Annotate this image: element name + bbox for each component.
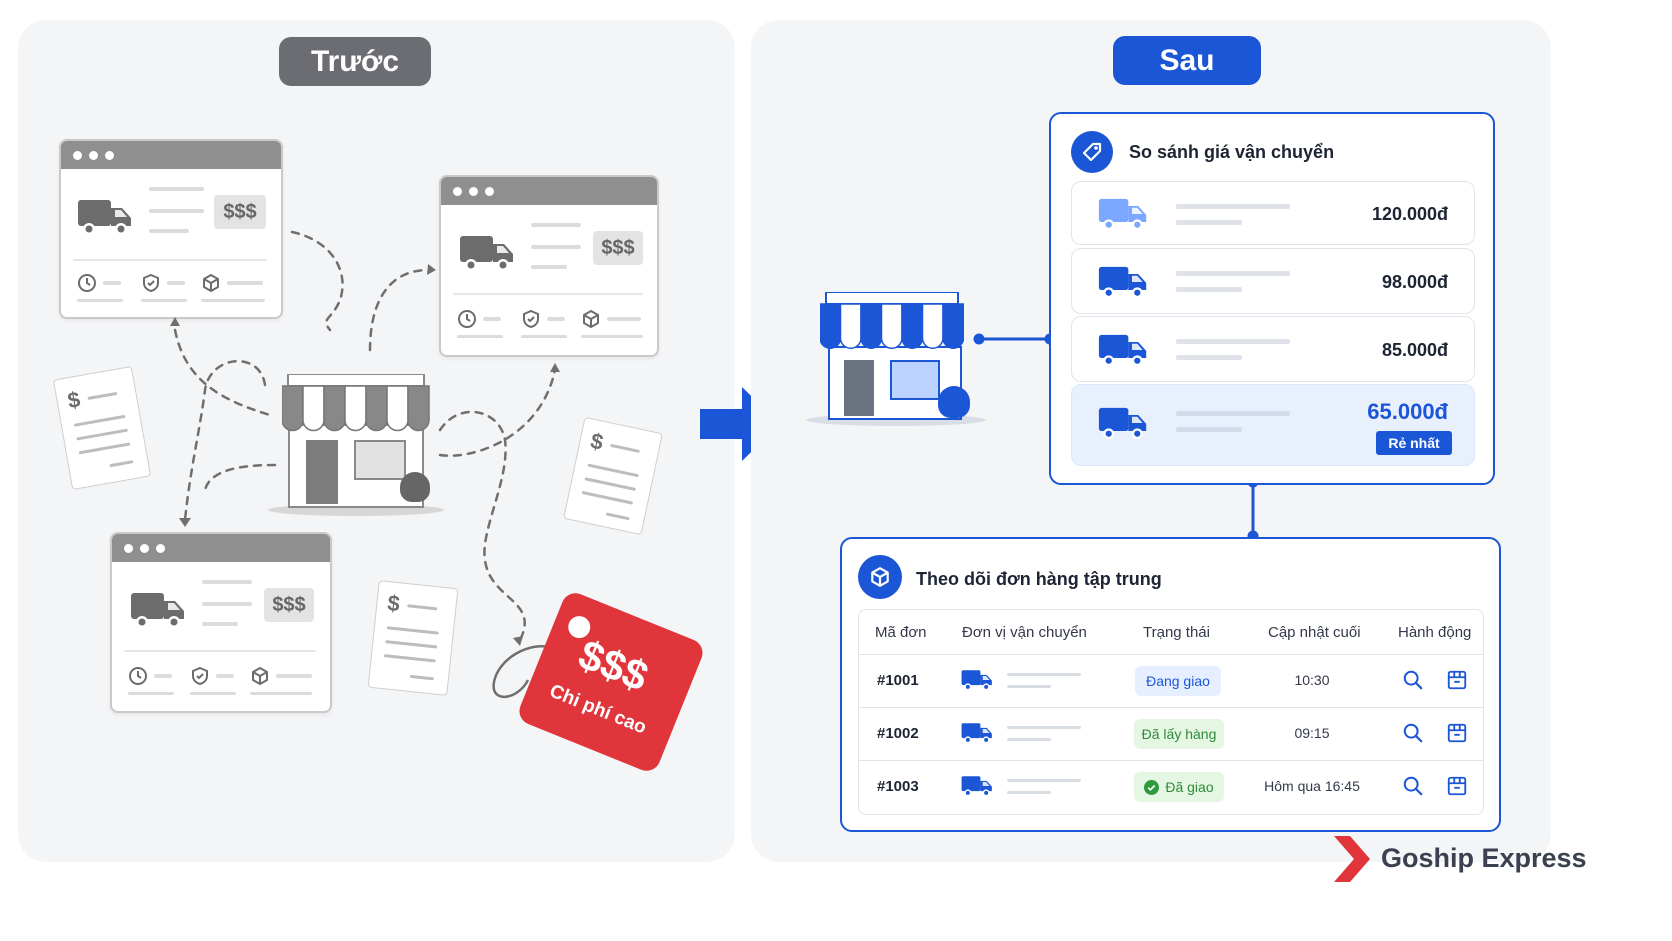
- before-label: Trước: [279, 37, 431, 86]
- order-id: #1001: [877, 672, 919, 689]
- price-tag-icon: [1071, 131, 1113, 173]
- price-compare-card: So sánh giá vận chuyển 120.000đ 98.000đ …: [1049, 112, 1495, 485]
- dashed-arrows: [170, 230, 560, 646]
- brand-logo-icon: [1334, 836, 1370, 882]
- carrier-price: 65.000đ: [1367, 399, 1448, 424]
- carrier-price: 98.000đ: [1381, 272, 1448, 292]
- carrier-window-2: $$$: [439, 175, 659, 357]
- after-label: Sau: [1113, 36, 1261, 85]
- window-titlebar: [441, 177, 657, 205]
- search-icon[interactable]: [1402, 722, 1424, 744]
- status-text: Đã giao: [1165, 779, 1214, 795]
- truck-icon: [961, 774, 993, 798]
- search-icon[interactable]: [1402, 669, 1424, 691]
- check-circle-icon: [1144, 779, 1160, 795]
- truck-icon: [1098, 332, 1148, 368]
- status-badge: Đã giao: [1134, 772, 1224, 802]
- col-header-status: Trạng thái: [1143, 624, 1210, 641]
- price-chip: $$$: [264, 588, 314, 622]
- package-icon: [858, 555, 902, 599]
- carrier-price-row[interactable]: 85.000đ: [1071, 316, 1475, 382]
- details-icon[interactable]: [1446, 775, 1468, 797]
- truck-icon: [961, 668, 993, 692]
- carrier-window-3: $$$: [110, 532, 332, 713]
- carrier-price: 85.000đ: [1381, 340, 1448, 360]
- window-titlebar: [112, 534, 330, 562]
- col-header-carrier: Đơn vị vận chuyển: [962, 624, 1087, 641]
- order-id: #1002: [877, 725, 919, 742]
- carrier-price: 120.000đ: [1371, 204, 1448, 224]
- details-icon[interactable]: [1446, 669, 1468, 691]
- brand-name: Goship Express: [1381, 843, 1587, 873]
- status-badge: Đã lấy hàng: [1134, 719, 1224, 749]
- last-updated: Hôm qua 16:45: [1264, 778, 1360, 794]
- price-chip: $$$: [214, 195, 266, 229]
- carrier-price-row-cheapest[interactable]: 65.000đ Rẻ nhất: [1071, 384, 1475, 466]
- col-header-order-id: Mã đơn: [875, 624, 927, 641]
- truck-icon: [1098, 264, 1148, 300]
- price-chip: $$$: [593, 231, 643, 265]
- order-tracking-card: Theo dõi đơn hàng tập trung Mã đơn Đơn v…: [840, 537, 1501, 832]
- truck-icon: [961, 721, 993, 745]
- truck-icon: [1098, 196, 1148, 232]
- truck-icon: [1098, 405, 1148, 441]
- tracking-title: Theo dõi đơn hàng tập trung: [916, 569, 1162, 589]
- orders-table: Mã đơn Đơn vị vận chuyển Trạng thái Cập …: [858, 609, 1484, 815]
- carrier-price-row[interactable]: 98.000đ: [1071, 248, 1475, 314]
- compare-title: So sánh giá vận chuyển: [1129, 142, 1335, 162]
- status-badge: Đang giao: [1135, 666, 1221, 696]
- details-icon[interactable]: [1446, 722, 1468, 744]
- cheapest-badge: Rẻ nhất: [1376, 431, 1452, 455]
- carrier-price-row[interactable]: 120.000đ: [1071, 181, 1475, 245]
- window-titlebar: [61, 141, 281, 169]
- last-updated: 10:30: [1294, 672, 1330, 688]
- col-header-actions: Hành động: [1398, 624, 1472, 641]
- store-after: [806, 290, 986, 430]
- order-id: #1003: [877, 778, 919, 795]
- last-updated: 09:15: [1294, 725, 1330, 741]
- col-header-updated: Cập nhật cuối: [1268, 624, 1361, 641]
- tag-string: [492, 645, 555, 699]
- carrier-window-1: $$$: [59, 139, 283, 319]
- tag-price: $$$: [572, 630, 655, 701]
- store-before: [268, 368, 444, 518]
- search-icon[interactable]: [1402, 775, 1424, 797]
